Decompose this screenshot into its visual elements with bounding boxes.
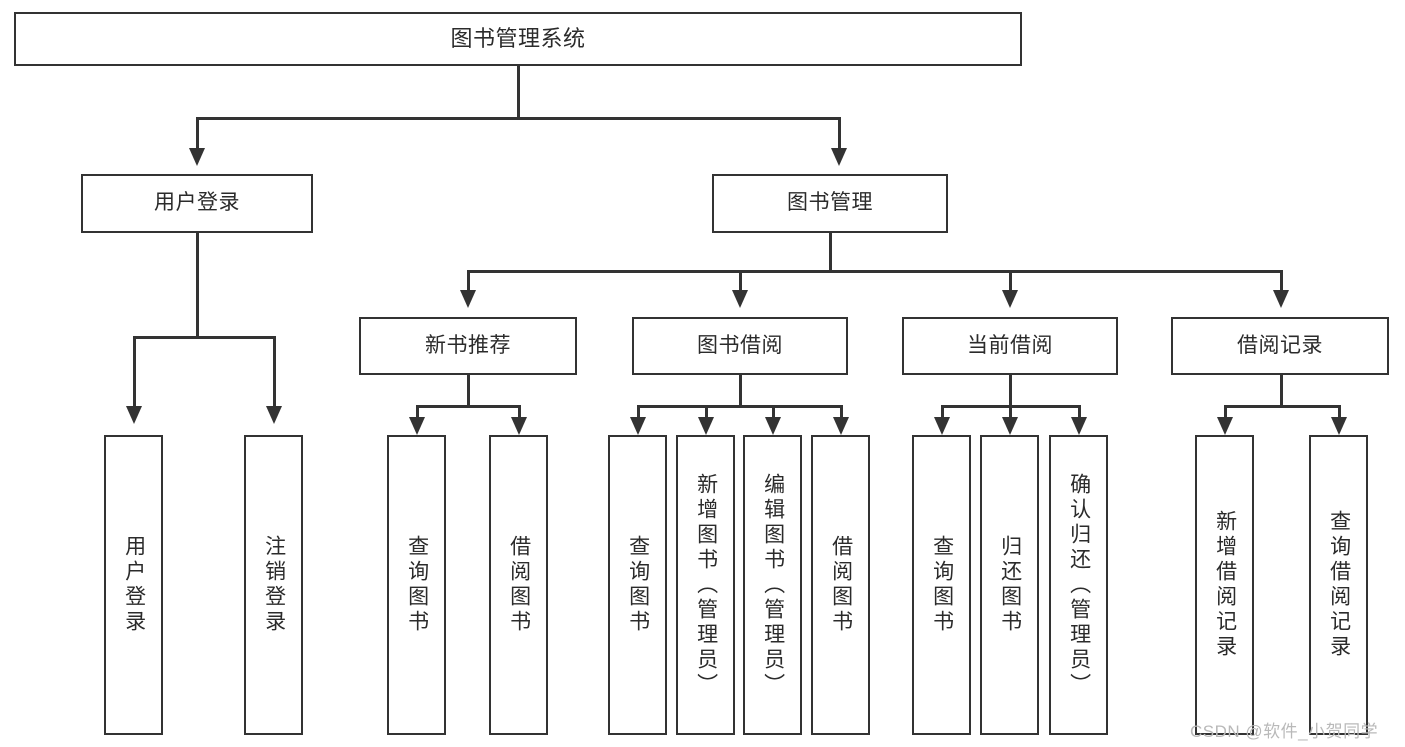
- node-leaf-add-record[interactable]: 新增借阅记录: [1195, 435, 1254, 735]
- node-label: 查询借阅记录: [1327, 510, 1351, 660]
- edge-br-drop-2: [1338, 405, 1341, 419]
- node-label: 用户登录: [154, 191, 240, 215]
- node-leaf-query-book-1[interactable]: 查询图书: [387, 435, 446, 735]
- node-leaf-add-book[interactable]: 新增图书（管理员）: [676, 435, 735, 735]
- node-label: 借阅图书: [507, 535, 531, 635]
- node-leaf-user-login[interactable]: 用户登录: [104, 435, 163, 735]
- edge-br-bar: [1224, 405, 1339, 408]
- node-label: 注销登录: [262, 535, 286, 635]
- arrow-to-leaf-query-book-1: [409, 417, 425, 435]
- node-label: 图书借阅: [697, 333, 783, 357]
- edge-cb-drop-1: [941, 405, 944, 419]
- node-leaf-query-book-3[interactable]: 查询图书: [912, 435, 971, 735]
- arrow-to-leaf-logout: [266, 406, 282, 424]
- node-book-borrow[interactable]: 图书借阅: [632, 317, 848, 375]
- node-leaf-return-book[interactable]: 归还图书: [980, 435, 1039, 735]
- arrow-to-leaf-return-book: [1002, 417, 1018, 435]
- arrow-to-leaf-query-record: [1331, 417, 1347, 435]
- node-label: 编辑图书（管理员）: [761, 472, 785, 698]
- edge-nbr-bar: [416, 405, 520, 408]
- edge-bm-drop-4: [1280, 270, 1283, 292]
- node-label: 用户登录: [122, 535, 146, 635]
- node-leaf-query-book-2[interactable]: 查询图书: [608, 435, 667, 735]
- arrow-to-leaf-query-book-2: [630, 417, 646, 435]
- csdn-watermark: CSDN @软件_小贺同学: [1190, 722, 1379, 741]
- node-label: 新增图书（管理员）: [694, 472, 718, 698]
- edge-bb-stem: [739, 375, 742, 407]
- node-label: 归还图书: [998, 535, 1022, 635]
- edge-root-to-user-login: [196, 117, 199, 150]
- arrow-to-leaf-add-record: [1217, 417, 1233, 435]
- node-leaf-borrow-book-2[interactable]: 借阅图书: [811, 435, 870, 735]
- node-label: 确认归还（管理员）: [1067, 472, 1091, 698]
- node-label: 图书管理: [787, 191, 873, 215]
- edge-nbr-drop-2: [518, 405, 521, 419]
- edge-user-login-stem: [196, 233, 199, 337]
- node-current-borrow[interactable]: 当前借阅: [902, 317, 1118, 375]
- node-book-management[interactable]: 图书管理: [712, 174, 948, 233]
- arrow-to-new-book-recommend: [460, 290, 476, 308]
- node-label: 新书推荐: [425, 333, 511, 357]
- node-label: 借阅记录: [1237, 333, 1323, 357]
- node-leaf-borrow-book-1[interactable]: 借阅图书: [489, 435, 548, 735]
- node-leaf-logout[interactable]: 注销登录: [244, 435, 303, 735]
- arrow-to-leaf-borrow-book-2: [833, 417, 849, 435]
- edge-book-management-bar: [467, 270, 1280, 273]
- edge-bb-drop-4: [840, 405, 843, 419]
- edge-bm-drop-1: [467, 270, 470, 292]
- node-label: 新增借阅记录: [1213, 510, 1237, 660]
- arrow-to-book-borrow: [732, 290, 748, 308]
- node-new-book-recommend[interactable]: 新书推荐: [359, 317, 577, 375]
- node-borrow-record[interactable]: 借阅记录: [1171, 317, 1389, 375]
- node-root-system[interactable]: 图书管理系统: [14, 12, 1022, 66]
- node-label: 图书管理系统: [450, 26, 586, 52]
- arrow-to-user-login: [189, 148, 205, 166]
- edge-cb-drop-2: [1009, 405, 1012, 419]
- node-label: 查询图书: [405, 535, 429, 635]
- edge-cb-drop-3: [1078, 405, 1081, 419]
- arrow-to-borrow-record: [1273, 290, 1289, 308]
- edge-root-to-book-management: [838, 117, 841, 150]
- node-label: 查询图书: [930, 535, 954, 635]
- edge-nbr-drop-1: [416, 405, 419, 419]
- node-leaf-confirm-return[interactable]: 确认归还（管理员）: [1049, 435, 1108, 735]
- edge-br-drop-1: [1224, 405, 1227, 419]
- arrow-to-leaf-user-login: [126, 406, 142, 424]
- node-leaf-edit-book[interactable]: 编辑图书（管理员）: [743, 435, 802, 735]
- edge-root-stem: [517, 66, 520, 118]
- edge-bb-drop-1: [637, 405, 640, 419]
- edge-user-login-drop-2: [273, 336, 276, 408]
- arrow-to-leaf-add-book: [698, 417, 714, 435]
- node-leaf-query-record[interactable]: 查询借阅记录: [1309, 435, 1368, 735]
- arrow-to-book-management: [831, 148, 847, 166]
- edge-nbr-stem: [467, 375, 470, 407]
- arrow-to-leaf-confirm-return: [1071, 417, 1087, 435]
- edge-book-management-stem: [829, 233, 832, 271]
- node-label: 借阅图书: [829, 535, 853, 635]
- edge-cb-stem: [1009, 375, 1012, 407]
- edge-root-bar: [196, 117, 840, 120]
- node-user-login[interactable]: 用户登录: [81, 174, 313, 233]
- edge-user-login-drop-1: [133, 336, 136, 408]
- node-label: 当前借阅: [967, 333, 1053, 357]
- edge-bb-bar: [637, 405, 841, 408]
- edge-user-login-bar: [133, 336, 276, 339]
- arrow-to-current-borrow: [1002, 290, 1018, 308]
- edge-bb-drop-3: [772, 405, 775, 419]
- edge-bm-drop-2: [739, 270, 742, 292]
- edge-bb-drop-2: [705, 405, 708, 419]
- edge-br-stem: [1280, 375, 1283, 407]
- edge-bm-drop-3: [1009, 270, 1012, 292]
- node-label: 查询图书: [626, 535, 650, 635]
- arrow-to-leaf-query-book-3: [934, 417, 950, 435]
- arrow-to-leaf-borrow-book-1: [511, 417, 527, 435]
- arrow-to-leaf-edit-book: [765, 417, 781, 435]
